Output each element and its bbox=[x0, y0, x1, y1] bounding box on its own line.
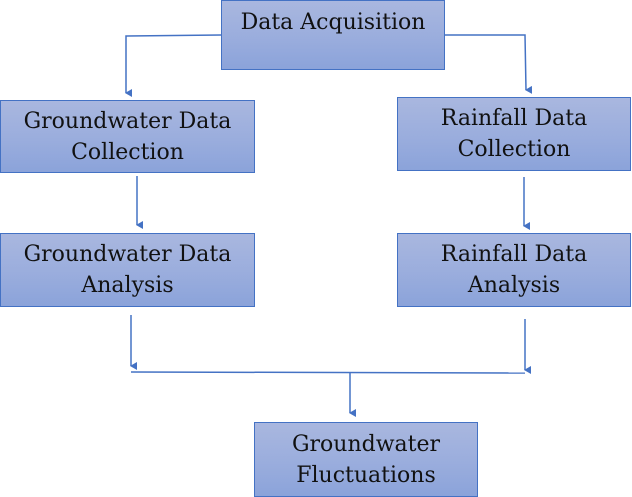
node-label-line: Groundwater bbox=[291, 431, 441, 457]
node-label-line: Analysis bbox=[81, 273, 174, 298]
node-label-line: Collection bbox=[71, 139, 184, 165]
connector-acquisition-to-rainfall-collection bbox=[445, 34, 533, 94]
node-groundwater-fluctuations: Groundwater Fluctuations bbox=[254, 422, 478, 497]
node-label-line: Analysis bbox=[467, 273, 561, 298]
node-rainfall-data-analysis: Rainfall Data Analysis bbox=[397, 233, 631, 307]
node-label-line: Rainfall Data bbox=[440, 242, 588, 267]
node-label-line: Collection bbox=[457, 137, 571, 162]
node-label-line: Rainfall Data bbox=[440, 106, 588, 131]
connector-merge-line bbox=[130, 371, 526, 374]
connector-acquisition-to-groundwater-collection bbox=[125, 34, 222, 97]
node-rainfall-data-collection: Rainfall Data Collection bbox=[397, 97, 631, 171]
node-label-line: Data Acquisition bbox=[240, 10, 426, 35]
node-groundwater-data-analysis: Groundwater Data Analysis bbox=[0, 233, 255, 307]
node-data-acquisition: Data Acquisition bbox=[221, 0, 445, 70]
node-label-line: Groundwater Data bbox=[23, 108, 232, 134]
node-label-line: Groundwater Data bbox=[23, 242, 232, 267]
node-label-line: Fluctuations bbox=[296, 462, 436, 488]
node-groundwater-data-collection: Groundwater Data Collection bbox=[0, 100, 255, 173]
